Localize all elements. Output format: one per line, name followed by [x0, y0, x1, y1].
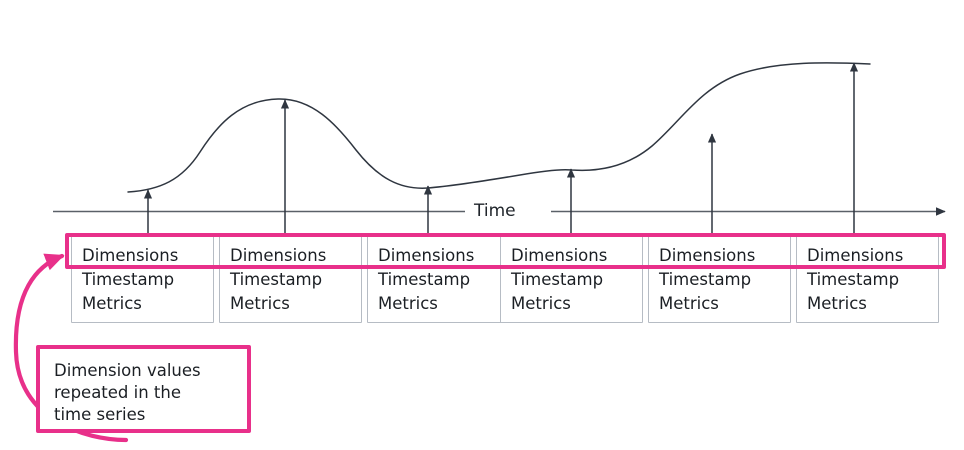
record-metrics-label: Metrics — [511, 294, 571, 313]
record-timestamp-label: Timestamp — [807, 270, 900, 289]
record-dimensions-label: Dimensions — [230, 246, 327, 265]
record-timestamp-label: Timestamp — [82, 270, 175, 289]
annotation-note-text: Dimension values repeated in the time se… — [54, 361, 201, 424]
dimensions-row-highlight — [65, 233, 946, 269]
time-axis-label: Time — [474, 201, 516, 221]
record-dimensions-label: Dimensions — [807, 246, 904, 265]
record-metrics-label: Metrics — [807, 294, 867, 313]
record-box-6[interactable]: Dimensions Timestamp Metrics — [796, 236, 939, 323]
record-box-2[interactable]: Dimensions Timestamp Metrics — [219, 236, 362, 323]
record-dimensions-label: Dimensions — [511, 246, 608, 265]
record-dimensions-label: Dimensions — [378, 246, 475, 265]
record-timestamp-label: Timestamp — [378, 270, 471, 289]
record-box-3[interactable]: Dimensions Timestamp Metrics — [367, 236, 510, 323]
record-metrics-label: Metrics — [230, 294, 290, 313]
timeseries-curve — [127, 62, 871, 193]
record-box-4[interactable]: Dimensions Timestamp Metrics — [500, 236, 643, 323]
record-box-1[interactable]: Dimensions Timestamp Metrics — [71, 236, 214, 323]
record-dimensions-label: Dimensions — [82, 246, 179, 265]
annotation-note-box: Dimension values repeated in the time se… — [36, 345, 251, 433]
record-metrics-label: Metrics — [659, 294, 719, 313]
record-timestamp-label: Timestamp — [659, 270, 752, 289]
record-metrics-label: Metrics — [378, 294, 438, 313]
annotation-pointer-arrow — [13, 253, 129, 443]
record-timestamp-label: Timestamp — [230, 270, 323, 289]
record-timestamp-label: Timestamp — [511, 270, 604, 289]
record-dimensions-label: Dimensions — [659, 246, 756, 265]
record-metrics-label: Metrics — [82, 294, 142, 313]
